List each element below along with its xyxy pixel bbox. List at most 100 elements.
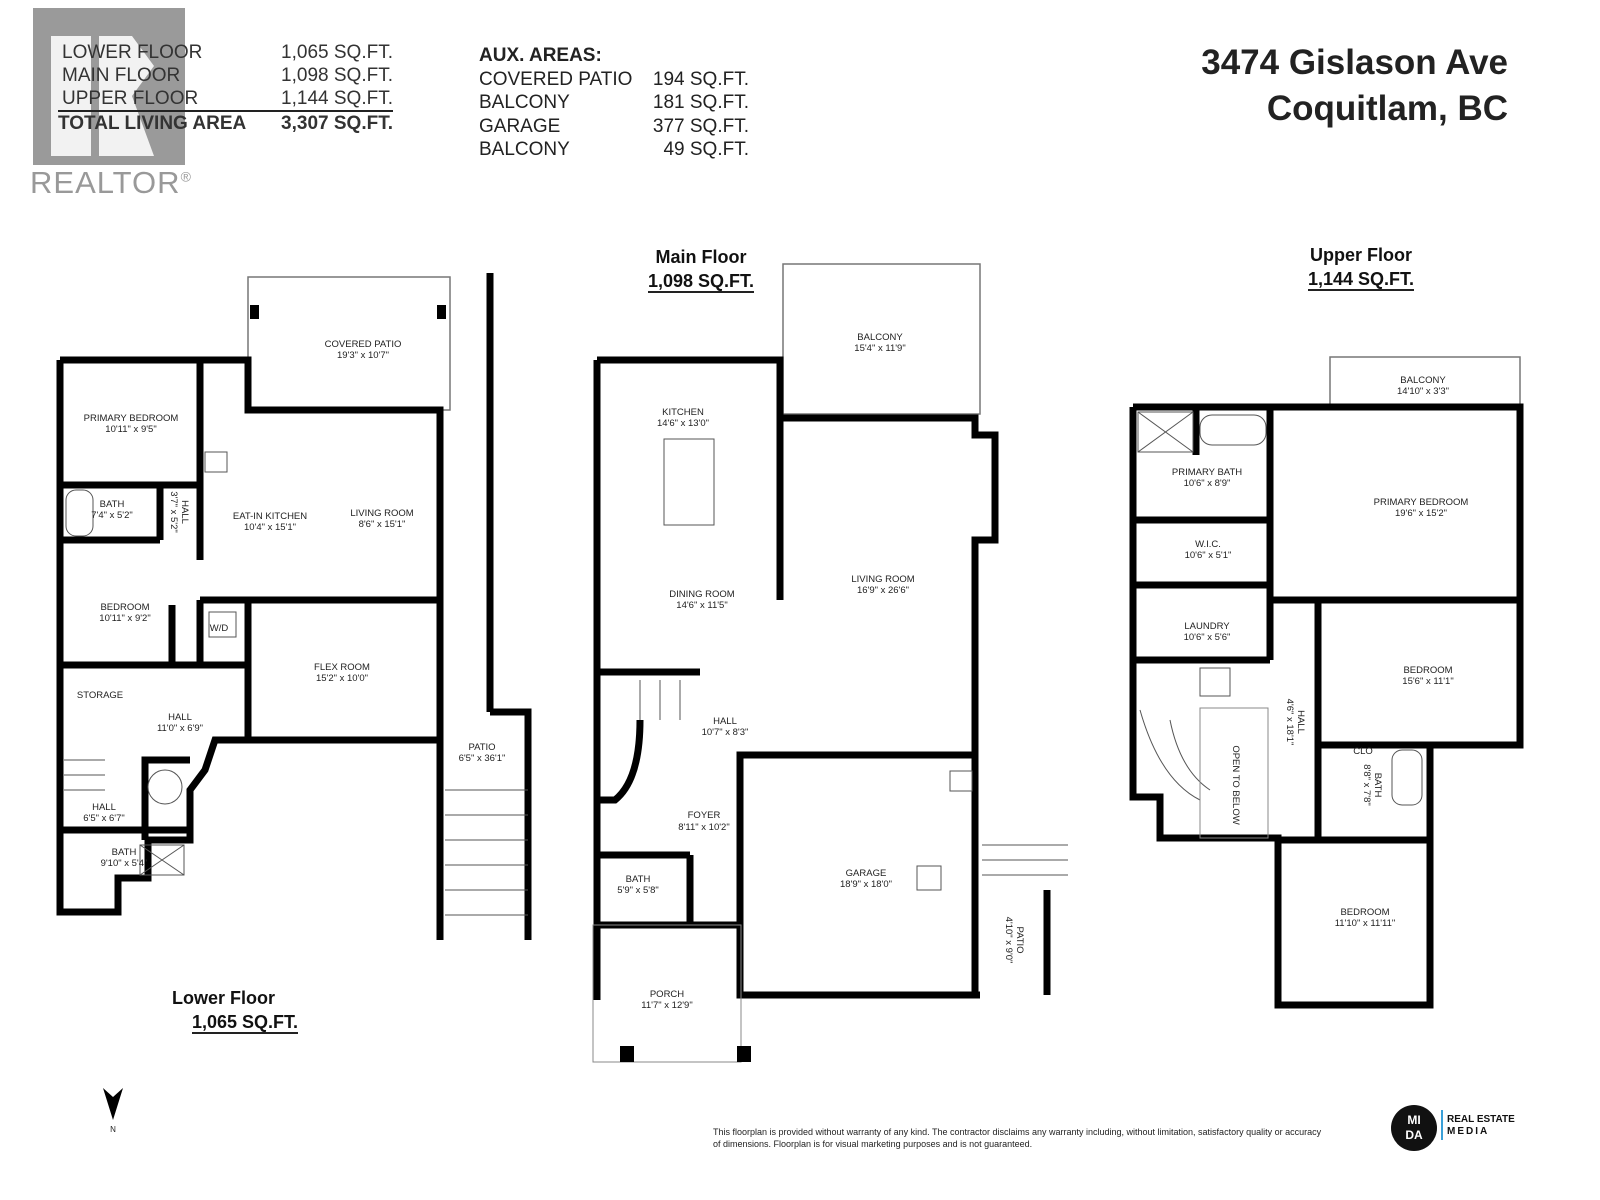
room-dims: 11'0" x 6'9" (157, 723, 203, 734)
logo-mark-top: MI (1407, 1113, 1421, 1127)
room-name: PATIO (1014, 926, 1025, 953)
summary-total: TOTAL LIVING AREA 3,307 SQ.FT. (58, 110, 393, 135)
post (250, 305, 259, 319)
aux-label: COVERED PATIO (479, 68, 633, 90)
room-name: STORAGE (77, 690, 123, 701)
room-name: BATH (1372, 773, 1383, 798)
room-name: LAUNDRY (1184, 621, 1230, 632)
room-name: W.I.C. (1195, 539, 1221, 550)
room-dims: 8'6" x 15'1" (359, 519, 406, 530)
lower-floor-plan (56, 273, 532, 940)
floor-area: 1,144 SQ.FT. (1307, 269, 1415, 291)
room-dims: 19'3" x 10'7" (337, 350, 389, 361)
room-dims: 8'8" x 7'8" (1361, 764, 1372, 806)
summary-value: 1,065 SQ.FT. (281, 42, 393, 63)
disclaimer-line1: This floorplan is provided without warra… (713, 1127, 1322, 1137)
total-value: 3,307 SQ.FT. (281, 113, 393, 134)
total-label: TOTAL LIVING AREA (58, 113, 247, 134)
disclaimer-line2: of dimensions. Floorplan is for visual m… (713, 1139, 1033, 1149)
summary-label: LOWER FLOOR (62, 42, 203, 63)
room-dims: 8'11" x 10'2" (678, 822, 729, 833)
room-name: DINING ROOM (669, 589, 735, 600)
main-floor-title: Main Floor 1,098 SQ.FT. (620, 245, 782, 293)
room-name: GARAGE (846, 868, 887, 879)
floor-area: 1,065 SQ.FT. (191, 1012, 299, 1034)
room-dims: 10'7" x 8'3" (702, 727, 749, 738)
lower-walls (56, 273, 532, 940)
room-name: LIVING ROOM (851, 574, 914, 585)
brand-text: REAL ESTATE MEDIA (1447, 1114, 1515, 1138)
address-line1: 3474 Gislason Ave (1201, 43, 1508, 82)
room-name: BALCONY (1400, 375, 1446, 386)
room-name: HALL (1295, 710, 1306, 734)
aux-title: AUX. AREAS: (479, 45, 602, 66)
room-dims: 14'10" x 3'3" (1397, 386, 1449, 397)
room-name: CLO (1353, 746, 1373, 757)
aux-value: 377 SQ.FT. (652, 115, 749, 137)
aux-label: BALCONY (479, 92, 570, 113)
north-label: N (110, 1125, 116, 1134)
north-arrow-icon (103, 1088, 123, 1120)
lower-floor-title: Lower Floor 1,065 SQ.FT. (160, 986, 330, 1034)
disclaimer: This floorplan is provided without warra… (713, 1126, 1363, 1150)
summary-label: UPPER FLOOR (62, 88, 199, 109)
brand-divider (1441, 1110, 1443, 1140)
room-name: PORCH (650, 989, 684, 1000)
floor-name: Lower Floor (172, 988, 275, 1008)
room-dims: 5'9" x 5'8" (617, 885, 659, 896)
room-dims: 18'9" x 18'0" (840, 879, 892, 890)
room-name: HALL (92, 802, 116, 813)
room-name: COVERED PATIO (325, 339, 402, 350)
upper-floor-title: Upper Floor 1,144 SQ.FT. (1280, 243, 1442, 291)
room-dims: 9'10" x 5'4" (101, 858, 148, 869)
room-name: BALCONY (857, 332, 903, 343)
room-name: KITCHEN (662, 407, 704, 418)
property-address: 3474 Gislason Ave Coquitlam, BC (1201, 40, 1508, 132)
balcony-outline (782, 263, 981, 415)
room-name: BEDROOM (100, 602, 149, 613)
aux-label: GARAGE (479, 115, 561, 137)
logo-mark-bottom: DA (1405, 1128, 1423, 1142)
room-name: FLEX ROOM (314, 662, 370, 673)
lower-fixtures (64, 451, 528, 916)
room-dims: 6'5" x 6'7" (83, 813, 125, 824)
room-name: OPEN TO BELOW (1230, 745, 1241, 824)
aux-value: 49 SQ.FT. (663, 139, 749, 160)
room-dims: 10'4" x 15'1" (244, 522, 296, 533)
upper-walls (1129, 403, 1524, 1009)
summary-value: 1,098 SQ.FT. (281, 65, 393, 86)
brand-line2: MEDIA (1447, 1126, 1490, 1137)
room-name: HALL (168, 712, 192, 723)
room-dims: 15'4" x 11'9" (854, 343, 905, 354)
room-dims: 3'7" x 5'2" (168, 491, 179, 533)
realtor-logo (33, 8, 185, 165)
address-line2: Coquitlam, BC (1266, 89, 1508, 128)
summary-row: LOWER FLOOR 1,065 SQ.FT. (58, 41, 393, 64)
room-dims: 10'6" x 5'1" (1185, 550, 1232, 561)
room-name: BEDROOM (1340, 907, 1389, 918)
main-fixtures (592, 438, 1068, 1063)
room-name: EAT-IN KITCHEN (233, 511, 307, 522)
room-dims: 15'6" x 11'1" (1402, 676, 1453, 687)
room-name: LIVING ROOM (350, 508, 413, 519)
room-dims: 7'4" x 5'2" (91, 510, 133, 521)
room-name: PRIMARY BATH (1172, 467, 1242, 478)
floor-name: Main Floor (655, 247, 747, 267)
room-dims: 11'10" x 11'11" (1335, 918, 1396, 929)
aux-label: BALCONY (479, 139, 570, 160)
room-name: HALL (179, 500, 190, 524)
brand-line1: REAL ESTATE (1447, 1114, 1515, 1125)
room-name: BATH (100, 499, 125, 510)
aux-value: 181 SQ.FT. (652, 92, 749, 113)
room-name: FOYER (688, 810, 721, 821)
